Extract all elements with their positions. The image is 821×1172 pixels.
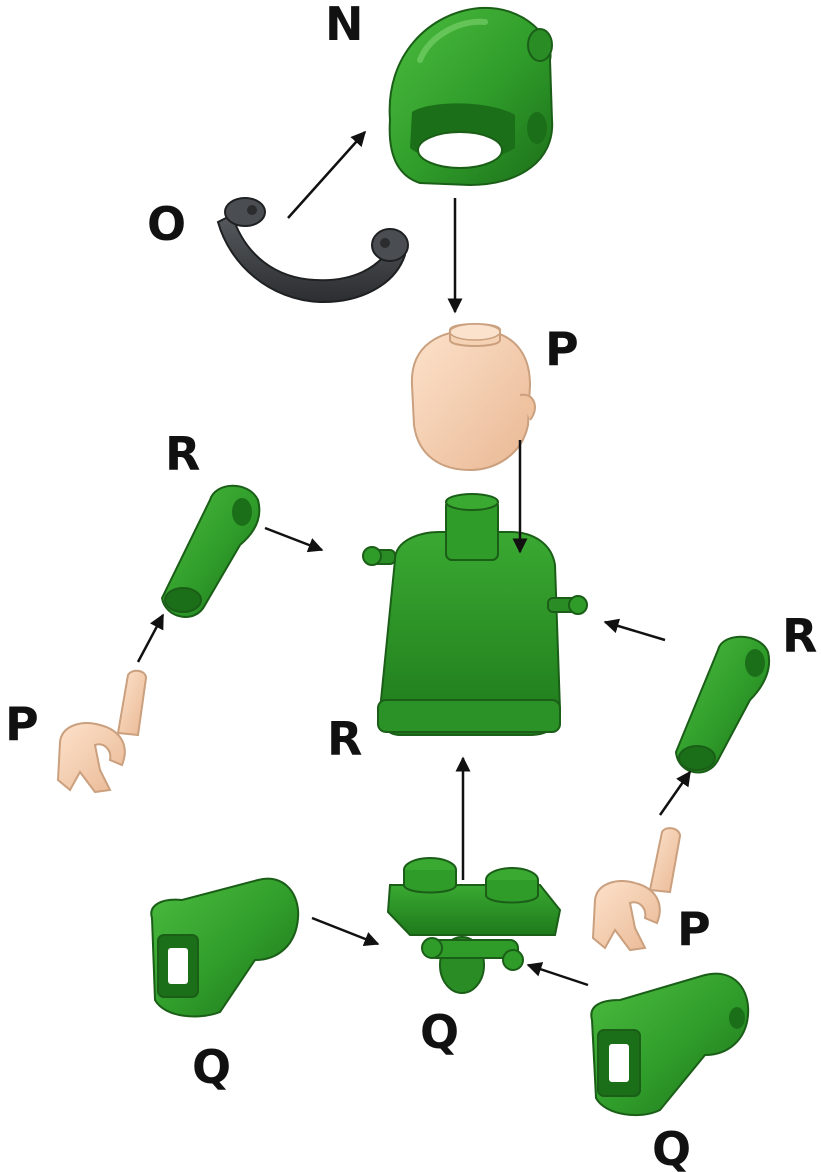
arrow-left-hand-to-arm [136, 613, 165, 663]
label-left-leg: Q [192, 1040, 231, 1094]
right-arm-part [674, 635, 770, 774]
head-part [410, 323, 536, 472]
label-right-arm: R [782, 609, 817, 663]
right-leg-part [590, 972, 750, 1117]
arrow-right-arm-to-torso [603, 618, 666, 642]
left-arm-part [160, 484, 261, 618]
label-head: P [545, 322, 579, 376]
torso-part [362, 493, 588, 736]
left-leg-part [150, 877, 300, 1018]
label-right-leg: Q [652, 1122, 691, 1172]
arrow-left-arm-to-torso [264, 526, 324, 553]
left-hand-part [56, 669, 148, 794]
assembly-arrows [136, 130, 692, 987]
arrow-left-leg-to-hip [311, 916, 380, 947]
visor-part [216, 197, 409, 304]
label-left-hand: P [5, 697, 39, 751]
label-helmet: N [325, 0, 364, 51]
label-right-hand: P [677, 902, 711, 956]
arrow-right-hand-to-arm [658, 770, 692, 816]
label-visor: O [147, 197, 186, 251]
right-hand-part [591, 827, 682, 952]
hip-part [386, 857, 562, 994]
helmet-part [388, 6, 554, 187]
label-hip: Q [420, 1005, 459, 1059]
label-torso: R [327, 712, 362, 766]
label-left-arm: R [165, 427, 200, 481]
arrow-right-leg-to-hip [526, 962, 589, 987]
arrow-visor-to-helmet [287, 130, 367, 219]
